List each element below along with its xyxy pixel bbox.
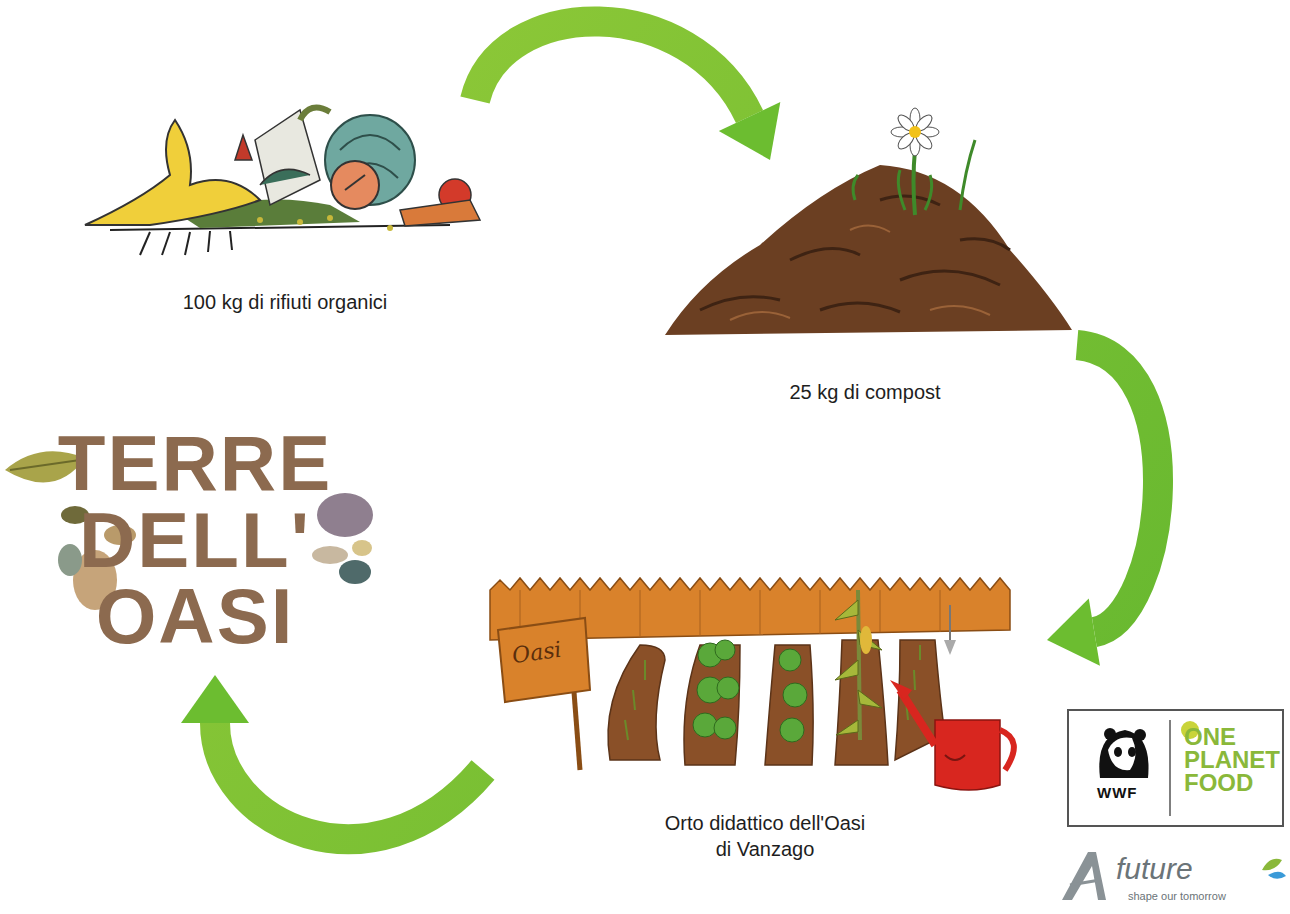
brand-logo: TERRE DELL' OASI — [0, 410, 390, 670]
cycle-arrow — [181, 675, 483, 839]
brand-name: ONE PLANET FOOD — [1184, 726, 1280, 794]
brand-name: future — [1116, 852, 1193, 886]
caption: 25 kg di compost — [785, 379, 944, 405]
arrow-shaft — [1077, 345, 1158, 632]
compost-stage: 25 kg di compost — [655, 105, 1075, 405]
wwf-logo — [1068, 710, 1283, 826]
arrow-head — [719, 102, 781, 160]
caption: Orto didattico dell'Oasi di Vanzago — [654, 810, 877, 862]
arrow-head — [181, 675, 249, 723]
garden — [490, 578, 1014, 790]
compost-pile — [665, 108, 1072, 335]
organic-waste — [85, 108, 480, 256]
brand-name: WWF — [1097, 784, 1137, 801]
garden-stage: Orto didattico dell'Oasi di Vanzago — [485, 570, 1045, 862]
logo-text: TERRE DELL' OASI — [58, 425, 332, 654]
caption: 100 kg di rifiuti organici — [179, 289, 392, 315]
waste-stage: 100 kg di rifiuti organici — [75, 95, 495, 315]
arrow-shaft — [215, 723, 483, 839]
arrow-head — [1047, 599, 1100, 666]
cycle-arrow — [475, 21, 780, 160]
watering-can — [890, 680, 1014, 790]
tagline: shape our tomorrow — [1128, 890, 1226, 902]
oasi-sign — [498, 618, 590, 770]
cycle-arrow — [1047, 345, 1158, 666]
arrow-shaft — [475, 21, 750, 116]
